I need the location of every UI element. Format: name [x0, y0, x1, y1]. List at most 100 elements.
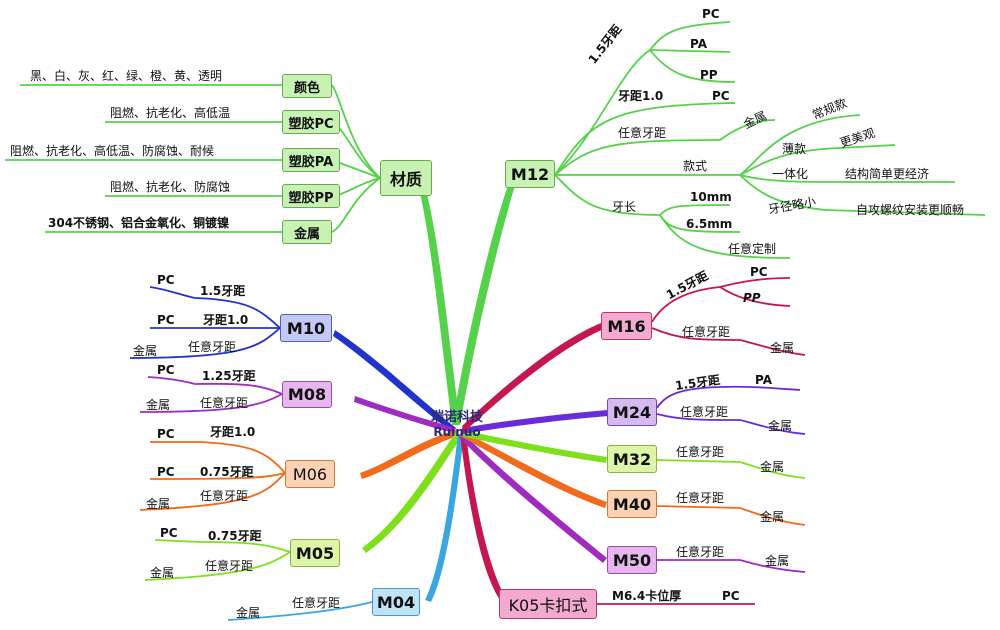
branch-m24 [462, 410, 608, 434]
m50-metal: 金属 [765, 553, 789, 568]
m12-pitch10: 牙距1.0 [618, 89, 663, 103]
m06-pitch10: 牙距1.0 [210, 425, 255, 439]
m12-pc: PC [702, 7, 720, 21]
node-material-color[interactable]: 颜色 [282, 74, 332, 98]
m06-metal: 金属 [146, 496, 170, 511]
m24-metal: 金属 [768, 418, 792, 433]
node-m16[interactable]: M16 [601, 312, 652, 340]
k05-texts: M6.4卡位厚 PC [612, 588, 740, 603]
material-pc-desc: 阻燃、抗老化、高低温 [110, 105, 230, 120]
k05-thickness: M6.4卡位厚 [612, 588, 681, 603]
m10-pitch15: 1.5牙距 [200, 284, 245, 298]
node-m40[interactable]: M40 [607, 490, 657, 518]
m32-any-pitch: 任意牙距 [676, 444, 724, 459]
m12-metal: 金属 [741, 108, 769, 132]
m05-links [144, 539, 291, 581]
m50-links [657, 559, 806, 573]
m32-links [656, 459, 806, 479]
m50-any-pitch: 任意牙距 [676, 544, 724, 559]
material-metal-desc: 304不锈钢、铝合金氧化、铜镀镍 [48, 215, 229, 230]
node-material[interactable]: 材质 [380, 160, 432, 196]
node-m12[interactable]: M12 [505, 160, 555, 188]
m12-style-shortthread: 牙径略小 [767, 194, 817, 217]
m08-metal: 金属 [146, 397, 170, 412]
m10-metal: 金属 [133, 343, 157, 358]
m08-links [139, 376, 283, 413]
m50-texts: 任意牙距 金属 [676, 544, 789, 568]
m16-pc: PC [750, 265, 768, 279]
center-subtitle: Ruinuo [433, 425, 481, 439]
m12-len-custom: 任意定制 [728, 241, 776, 256]
m08-pitch125: 1.25牙距 [202, 369, 256, 383]
m04-metal: 金属 [236, 605, 260, 620]
center-title: 瑞诺科技 [430, 410, 483, 425]
m06-pitch075: 0.75牙距 [200, 465, 254, 479]
node-material-pp[interactable]: 塑胶PP [282, 184, 340, 208]
m12-pa: PA [690, 37, 708, 51]
m40-any-pitch: 任意牙距 [676, 490, 724, 505]
m40-metal: 金属 [760, 509, 784, 524]
m10-links [129, 286, 281, 359]
m05-texts: PC 0.75牙距 金属 任意牙距 [150, 526, 262, 580]
material-texts: 黑、白、灰、红、绿、橙、黄、透明 阻燃、抗老化、高低温 阻燃、抗老化、高低温、防… [10, 68, 230, 230]
m12-style-integrated: 一体化 [772, 167, 808, 181]
node-m50[interactable]: M50 [607, 546, 657, 574]
node-m04[interactable]: M04 [372, 588, 420, 616]
node-m08[interactable]: M08 [282, 381, 332, 408]
m32-texts: 任意牙距 金属 [676, 444, 784, 474]
node-m32[interactable]: M32 [607, 445, 657, 473]
m05-metal: 金属 [150, 565, 174, 580]
m12-style: 款式 [683, 159, 707, 173]
node-m10[interactable]: M10 [280, 314, 332, 342]
material-pp-desc: 阻燃、抗老化、防腐蚀 [110, 179, 230, 194]
m10-pitch10: 牙距1.0 [203, 313, 248, 327]
m04-any-pitch: 任意牙距 [292, 595, 340, 610]
m24-texts: 1.5牙距 PA 任意牙距 金属 [674, 373, 792, 433]
material-color-desc: 黑、白、灰、红、绿、橙、黄、透明 [30, 68, 222, 83]
m12-any-pitch: 任意牙距 [618, 125, 666, 140]
node-k05[interactable]: K05卡扣式 [499, 589, 597, 619]
m12-pitch10-pc: PC [712, 89, 730, 103]
m40-links [656, 505, 806, 526]
m05-any-pitch: 任意牙距 [205, 558, 253, 573]
m08-pc: PC [157, 363, 175, 377]
m24-pitch15: 1.5牙距 [674, 373, 721, 393]
main-branches [333, 180, 608, 602]
m08-texts: PC 1.25牙距 金属 任意牙距 [146, 363, 256, 412]
branch-m16 [462, 323, 604, 432]
material-links [5, 84, 381, 233]
m12-len65: 6.5mm [686, 217, 732, 231]
branch-m08 [354, 396, 456, 433]
m16-pp: PP [743, 291, 761, 305]
m06-any-pitch: 任意牙距 [200, 488, 248, 503]
branch-m12 [452, 180, 516, 425]
m24-pa: PA [755, 373, 773, 387]
m16-metal: 金属 [770, 340, 794, 355]
node-m24[interactable]: M24 [607, 398, 657, 426]
material-pa-desc: 阻燃、抗老化、高低温、防腐蚀、耐候 [10, 143, 214, 158]
node-material-pa[interactable]: 塑胶PA [282, 148, 340, 172]
node-material-pc[interactable]: 塑胶PC [282, 110, 340, 134]
m24-links [656, 385, 806, 435]
m16-links [651, 277, 806, 356]
k05-pc: PC [722, 589, 740, 603]
m06-pc1: PC [157, 427, 175, 441]
node-m06[interactable]: M06 [285, 460, 335, 488]
m12-style-integrated-desc: 结构简单更经济 [845, 166, 929, 181]
m12-style-shortthread-desc: 自攻螺纹安装更顺畅 [856, 202, 964, 217]
m16-pitch15: 1.5牙距 [664, 268, 711, 302]
branch-m05 [362, 432, 462, 553]
branch-m50 [458, 432, 607, 563]
m10-any-pitch: 任意牙距 [188, 339, 236, 354]
m04-links [227, 601, 373, 621]
m06-texts: PC 牙距1.0 PC 0.75牙距 金属 任意牙距 [146, 425, 255, 511]
center-topic[interactable]: 瑞诺科技 Ruinuo [412, 410, 502, 440]
branch-m06 [360, 430, 458, 479]
node-material-metal[interactable]: 金属 [282, 220, 332, 244]
m06-pc2: PC [157, 465, 175, 479]
m12-style-thin: 薄款 [782, 141, 806, 156]
m12-links [554, 21, 986, 259]
branch-k05 [460, 434, 506, 600]
node-m05[interactable]: M05 [290, 539, 340, 567]
